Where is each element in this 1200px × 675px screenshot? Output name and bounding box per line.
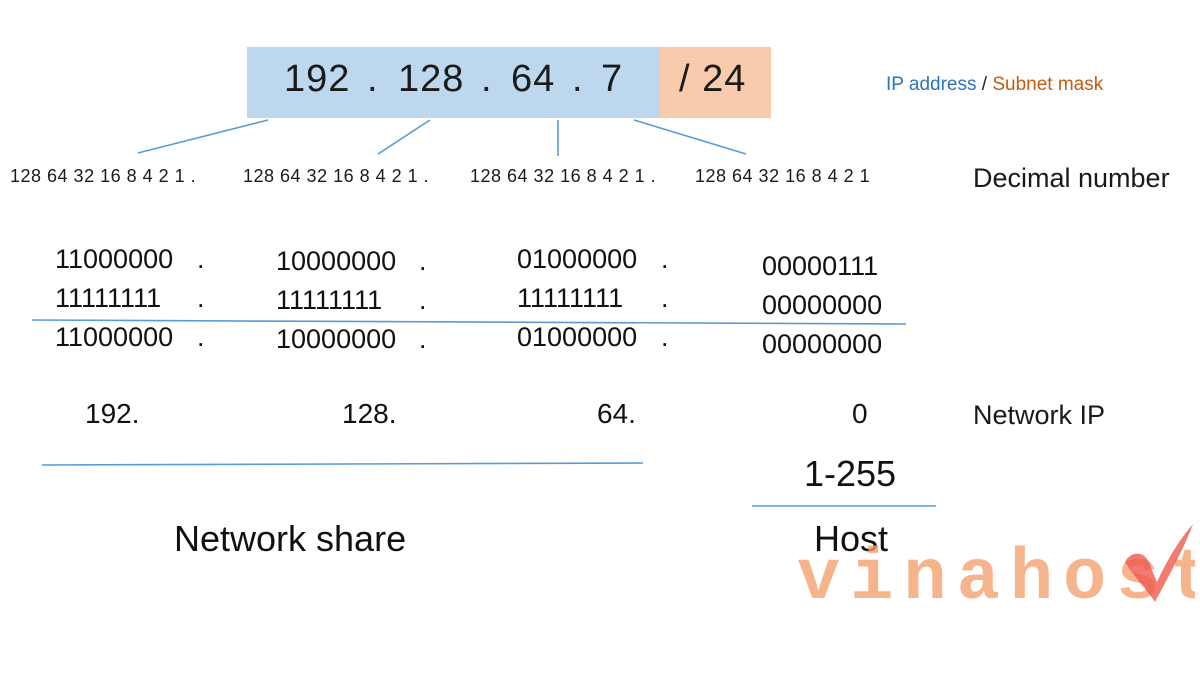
and-operation-divider: [31, 319, 907, 325]
network-ip-label: Network IP: [973, 400, 1106, 430]
binary-result-octet-1: 11000000: [55, 322, 174, 352]
connector-line-octet-4: [633, 119, 747, 155]
binary-mask-octet-2: 11111111: [276, 285, 383, 315]
binary-mask-dot-2: .: [419, 285, 427, 315]
ip-octet-3: 64: [511, 58, 556, 100]
binary-result-dot-1: .: [197, 322, 205, 352]
binary-mask-dot-3: .: [661, 283, 669, 313]
binary-mask-octet-1: 11111111: [55, 283, 162, 313]
vinahost-watermark-logo: vinahost.: [797, 524, 1195, 620]
ip-octet-4: 7: [601, 58, 624, 100]
ip-dot-1: .: [367, 58, 379, 100]
decimal-group-3: 128 64 32 16 8 4 2 1 .: [470, 166, 657, 186]
binary-result-octet-4: 00000000: [762, 329, 883, 359]
subnet-mask-value: / 24: [679, 58, 747, 100]
ip-octet-1: 192: [284, 58, 351, 100]
binary-ip-octet-2: 10000000: [276, 246, 397, 276]
ip-dot-2: .: [481, 58, 493, 100]
network-share-label: Network share: [174, 518, 407, 559]
binary-ip-octet-3: 01000000: [517, 244, 638, 274]
decimal-group-1: 128 64 32 16 8 4 2 1 .: [10, 166, 197, 186]
network-ip-octet-4: 0: [852, 398, 868, 429]
legend-ip-address: IP address: [886, 74, 977, 95]
decimal-number-label: Decimal number: [973, 163, 1170, 193]
host-label: Host: [814, 518, 889, 559]
ip-dot-3: .: [572, 58, 584, 100]
ip-octet-2: 128: [398, 58, 465, 100]
binary-mask-octet-4: 00000000: [762, 290, 883, 320]
binary-result-dot-2: .: [419, 324, 427, 354]
binary-result-octet-2: 10000000: [276, 324, 397, 354]
binary-result-dot-3: .: [661, 322, 669, 352]
binary-ip-octet-1: 11000000: [55, 244, 174, 274]
binary-mask-dot-1: .: [197, 283, 205, 313]
network-ip-octet-1: 192.: [85, 398, 140, 429]
binary-ip-dot-3: .: [661, 244, 669, 274]
legend-slash: /: [981, 74, 988, 95]
ip-address-box: [247, 47, 660, 118]
decimal-group-4: 128 64 32 16 8 4 2 1: [695, 166, 871, 186]
legend-subnet-mask: Subnet mask: [992, 74, 1104, 95]
ip-mask-legend: IP address / Subnet mask: [886, 74, 1103, 96]
network-ip-octet-3: 64.: [597, 398, 636, 429]
decimal-group-2: 128 64 32 16 8 4 2 1 .: [243, 166, 430, 186]
connector-line-octet-1: [137, 119, 269, 154]
vinahost-wordmark: vinahost.: [797, 538, 1195, 620]
binary-ip-dot-2: .: [419, 246, 427, 276]
connector-line-octet-2: [377, 119, 431, 155]
binary-mask-octet-3: 11111111: [517, 283, 624, 313]
binary-ip-octet-4: 00000111: [762, 251, 879, 281]
network-share-underline: [41, 462, 644, 466]
binary-ip-dot-1: .: [197, 244, 205, 274]
checkmark-icon: [1125, 524, 1193, 602]
subnet-mask-box: [660, 47, 771, 118]
binary-result-octet-3: 01000000: [517, 322, 638, 352]
network-ip-octet-2: 128.: [342, 398, 397, 429]
host-range: 1-255: [804, 453, 897, 494]
